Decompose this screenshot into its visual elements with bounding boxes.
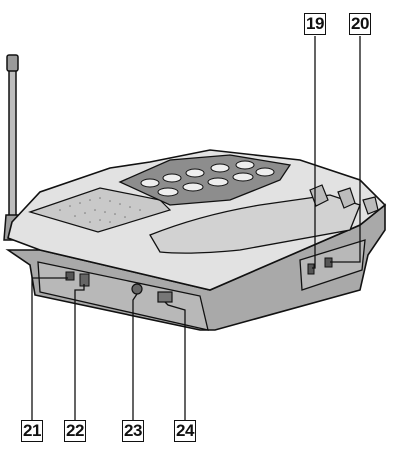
callout-22-label: 22 bbox=[66, 421, 84, 440]
antenna bbox=[3, 54, 23, 241]
callout-23: 23 bbox=[122, 420, 144, 442]
callout-24-label: 24 bbox=[176, 421, 194, 440]
connector-21 bbox=[65, 271, 75, 281]
callout-20: 20 bbox=[349, 13, 371, 35]
callout-23-label: 23 bbox=[124, 421, 142, 440]
connector-23 bbox=[131, 283, 143, 295]
speaker-grille bbox=[28, 187, 172, 233]
callout-19: 19 bbox=[304, 13, 326, 35]
callout-22: 22 bbox=[64, 420, 86, 442]
connector-19 bbox=[307, 263, 315, 275]
leader-lines bbox=[31, 36, 361, 425]
callout-21-label: 21 bbox=[23, 421, 41, 440]
callout-24: 24 bbox=[174, 420, 196, 442]
callout-21: 21 bbox=[21, 420, 43, 442]
callout-20-label: 20 bbox=[351, 14, 369, 33]
connector-24 bbox=[157, 291, 173, 303]
panel-buttons bbox=[140, 160, 275, 197]
callout-19-label: 19 bbox=[306, 14, 324, 33]
